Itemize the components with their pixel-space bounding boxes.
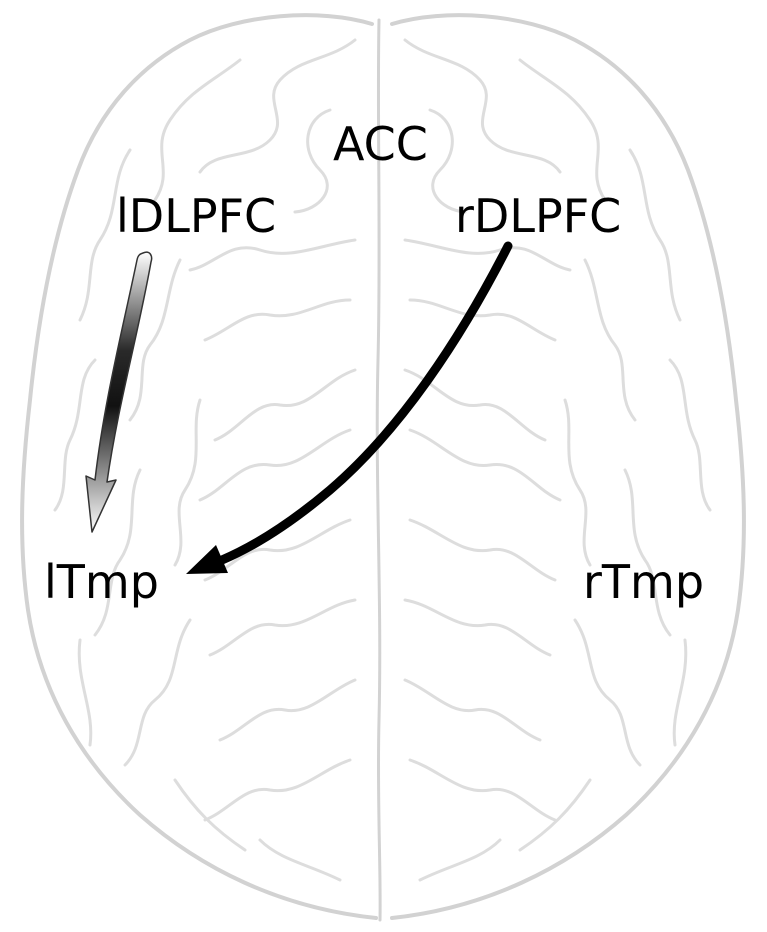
arrow-rdlpfc-to-ltmp-head <box>186 545 228 574</box>
brain-gyri <box>53 38 712 882</box>
longitudinal-fissure <box>375 18 382 922</box>
arrow-rdlpfc-to-ltmp <box>186 241 513 574</box>
label-ldlpfc: lDLPFC <box>116 189 276 243</box>
label-ltmp: lTmp <box>44 555 159 609</box>
label-rdlpfc: rDLPFC <box>455 189 621 243</box>
label-acc: ACC <box>333 117 428 171</box>
brain-outline <box>20 13 746 922</box>
arrow-rdlpfc-to-ltmp-shaft <box>217 241 513 565</box>
right-hemisphere-outline <box>390 13 746 920</box>
arrow-ldlpfc-to-ltmp <box>85 251 153 533</box>
left-hemisphere-outline <box>20 13 378 920</box>
label-rtmp: rTmp <box>583 555 704 609</box>
arrow-ldlpfc-to-ltmp-shaft <box>85 251 153 533</box>
